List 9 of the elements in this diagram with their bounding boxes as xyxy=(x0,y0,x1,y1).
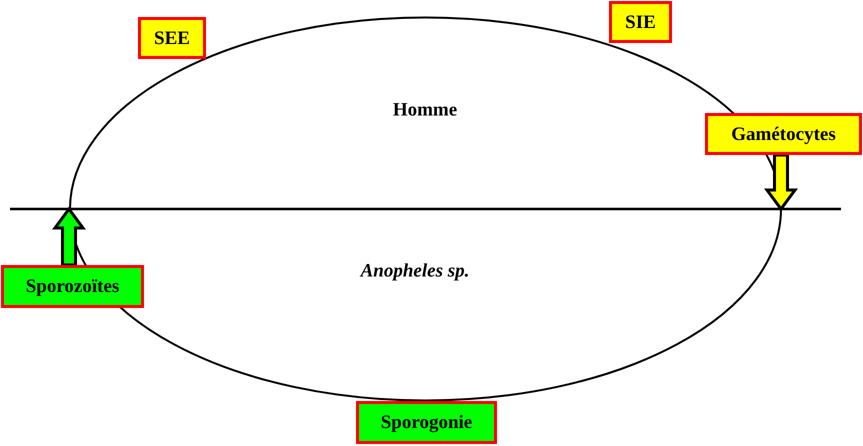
block-arrow xyxy=(52,206,86,266)
stage-box: Sporogonie xyxy=(356,401,497,444)
stage-box: SIE xyxy=(609,1,672,43)
region-label: Homme xyxy=(392,100,458,120)
stage-box: Gamétocytes xyxy=(705,113,862,155)
stage-box: Sporozoïtes xyxy=(1,265,144,308)
region-label: Anopheles sp. xyxy=(360,262,470,280)
stage-box: SEE xyxy=(138,17,206,59)
block-arrow xyxy=(764,154,798,212)
